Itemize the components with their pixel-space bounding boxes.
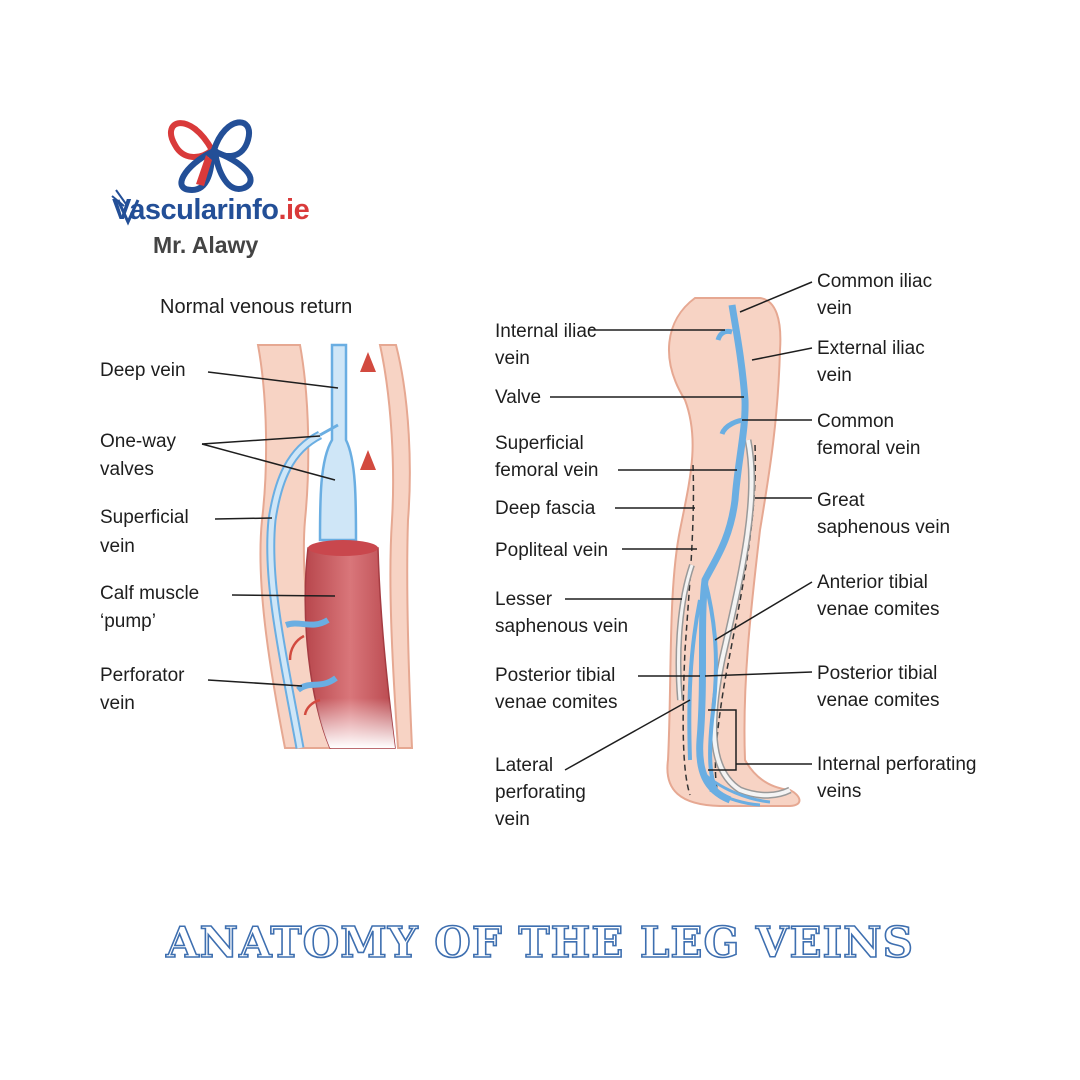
- label-sfv-line2: femoral vein: [495, 460, 599, 481]
- label-ant-tib-line1: Anterior tibial: [817, 572, 928, 593]
- main-title: ANATOMY OF THE LEG VEINS: [165, 917, 914, 968]
- right-leg-section: [666, 297, 801, 807]
- label-superficial-line1: Superficial: [100, 507, 189, 528]
- left-panel-title: Normal venous return: [160, 296, 353, 318]
- label-common-iliac-line1: Common iliac: [817, 271, 933, 292]
- label-ant-tib-line2: venae comites: [817, 599, 940, 620]
- label-calf-line2: ‘pump’: [100, 611, 156, 632]
- label-common-iliac-line2: vein: [817, 298, 852, 319]
- label-external-iliac-line2: vein: [817, 365, 852, 386]
- label-post-tib-left-line1: Posterior tibial: [495, 665, 616, 686]
- label-sfv-line1: Superficial: [495, 433, 584, 454]
- left-leg-section: [256, 343, 414, 749]
- label-gsv-line2: saphenous vein: [817, 517, 951, 538]
- brand-wordmark: Vascularinfo.ie: [112, 194, 310, 227]
- brand-name: Vascularinfo: [112, 194, 279, 226]
- label-cfv-line2: femoral vein: [817, 438, 921, 459]
- label-post-tib-left-line2: venae comites: [495, 692, 618, 713]
- brand-suffix: .ie: [278, 194, 310, 226]
- logo-icon: [111, 119, 254, 226]
- label-perforator-line2: vein: [100, 693, 135, 714]
- label-lateral-line3: vein: [495, 809, 530, 830]
- label-lesser-line2: saphenous vein: [495, 616, 629, 637]
- label-internal-iliac-line2: vein: [495, 348, 530, 369]
- label-lateral-line1: Lateral: [495, 755, 554, 776]
- label-post-tib-right-line1: Posterior tibial: [817, 663, 938, 684]
- label-int-perf-line1: Internal perforating: [817, 754, 977, 775]
- label-deep-fascia: Deep fascia: [495, 498, 596, 519]
- label-valves-line2: valves: [100, 459, 154, 480]
- label-lesser-line1: Lesser: [495, 589, 553, 610]
- label-post-tib-right-line2: venae comites: [817, 690, 940, 711]
- author-name: Mr. Alawy: [153, 232, 259, 258]
- label-valve: Valve: [495, 387, 542, 408]
- label-calf-line1: Calf muscle: [100, 583, 200, 604]
- right-leader-lines: [550, 281, 813, 771]
- label-internal-iliac-line1: Internal iliac: [495, 321, 597, 342]
- label-valves-line1: One-way: [100, 431, 177, 452]
- label-external-iliac-line1: External iliac: [817, 338, 925, 359]
- left-leader-lines: [201, 371, 339, 687]
- label-gsv-line1: Great: [817, 490, 865, 511]
- label-deep-vein: Deep vein: [100, 360, 186, 381]
- label-lateral-line2: perforating: [495, 782, 586, 803]
- label-superficial-line2: vein: [100, 536, 135, 557]
- label-perforator-line1: Perforator: [100, 665, 185, 686]
- label-popliteal: Popliteal vein: [495, 540, 609, 561]
- label-cfv-line1: Common: [817, 411, 895, 432]
- label-int-perf-line2: veins: [817, 781, 862, 802]
